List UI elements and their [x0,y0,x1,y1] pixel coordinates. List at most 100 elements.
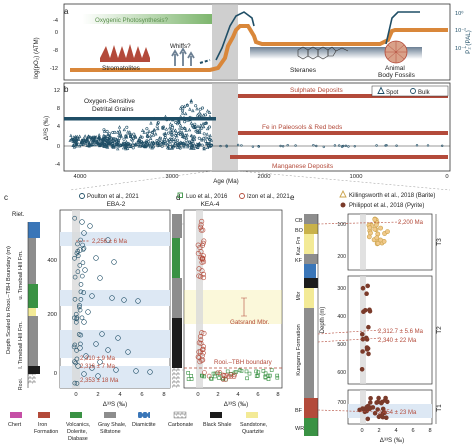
kea4-point [209,377,214,381]
delta33s-point [76,136,81,140]
delta33s-point [198,142,202,146]
e-y-tick: 300 [337,286,346,292]
eba2-point [89,293,95,299]
eba2-point [147,369,153,375]
b-y-tick: 12 [54,88,60,94]
delta33s-point [191,108,195,113]
eba2-point [74,316,79,322]
delta33s-point [202,132,206,136]
delta33s-point [104,137,108,141]
kea4-point [198,333,204,339]
e-y-tick: 100 [337,222,346,228]
delta33s-point [122,127,127,132]
delta33s-point [149,141,153,145]
barite-point [373,222,379,228]
b-x-tick: 1000 [350,174,363,180]
delta33s-point [105,129,109,133]
delta33s-point [166,143,170,147]
delta33s-point [188,107,192,111]
kea4-point [275,373,280,378]
legend-carbonate: Carbonate [168,422,193,428]
pyrite-point [380,406,386,412]
e-age-4: 2,454 ± 23 Ma [378,410,417,416]
e-age-1: 2,200 Ma [398,220,424,226]
eba2-point [81,290,86,295]
legend-iron-1: Iron [38,422,47,428]
pyrite-point [359,331,365,337]
delta33s-point [145,127,149,131]
delta33s-point [80,142,84,146]
delta33s-point [207,110,212,114]
delta33s-point [191,137,195,141]
e-x-tick: 2 [377,428,380,434]
eba2-point [77,303,82,308]
sandstone-swatch [246,412,258,418]
eba2-point [73,311,79,317]
delta33s-point [139,144,143,148]
kea4-point [201,271,207,277]
black-shale-swatch [210,412,222,418]
delta33s-point [155,125,159,129]
pyrite-point [364,404,369,410]
izon-circle-icon [239,193,245,199]
delta33s-point [74,138,78,143]
kea4-point [237,368,242,373]
delta33s-point [116,146,120,151]
e-y-tick: 700 [337,400,346,406]
delta33s-point [70,137,74,141]
label-fossils-2: Body Fossils [378,72,416,79]
kea4-point [255,373,260,378]
delta33s-point [89,138,93,142]
delta33s-point [236,143,240,147]
delta33s-point [171,144,175,148]
delta33s-point [186,118,190,122]
delta33s-point [156,121,160,125]
zoom-lines [69,170,451,191]
delta33s-point [85,137,89,141]
legend-sand-1: Sandstone, [240,422,268,428]
b-y-tick: 8 [57,106,60,112]
sulphate-bar [238,94,448,98]
kea4-point [200,253,206,259]
e-t2: T2 [436,326,443,334]
pyrite-point [363,335,369,341]
delta33s-point [174,134,178,138]
delta33s-point [184,128,188,132]
e-t3: T3 [436,238,443,246]
delta33s-point [121,142,126,146]
delta33s-point [168,122,173,126]
delta33s-point [133,143,137,147]
kea4-point [201,259,207,265]
delta33s-point [174,143,179,148]
legend-volc-3: Diabase [68,436,88,442]
b-y-tick: -4 [55,162,60,168]
eba2-point [87,223,93,229]
panel-b-ylabel: Δ³³S (‰) [43,116,50,140]
delta33s-point [137,144,141,148]
delta33s-point [175,140,179,144]
delta33s-point [181,141,186,145]
kea4-point [239,369,244,373]
delta33s-point [72,135,76,139]
delta33s-point [340,145,344,148]
eba2-point [97,275,103,281]
barite-point [378,225,383,231]
e-age-2: 2,312.7 ± 5.6 Ma [378,329,424,335]
detrital-grains-bar [64,117,216,121]
eba2-point [72,274,78,280]
delta33s-point [128,144,133,148]
label-whiffs: Whiffs? [170,43,191,50]
panel-a-ylabel-left: log(pO₂) (ATM) [33,37,40,78]
delta33s-point [188,117,192,122]
delta33s-point [79,140,83,144]
legend-volc-1: Volcanics, [66,422,91,428]
delta33s-point [117,144,121,148]
delta33s-point [201,121,205,126]
delta33s-point [125,125,129,129]
delta33s-point [148,136,153,141]
eba2-point [93,341,99,347]
manganese-bar [230,155,448,159]
c-y-tick: 200 [47,312,57,318]
delta33s-point [130,138,135,142]
delta33s-point [219,144,222,148]
